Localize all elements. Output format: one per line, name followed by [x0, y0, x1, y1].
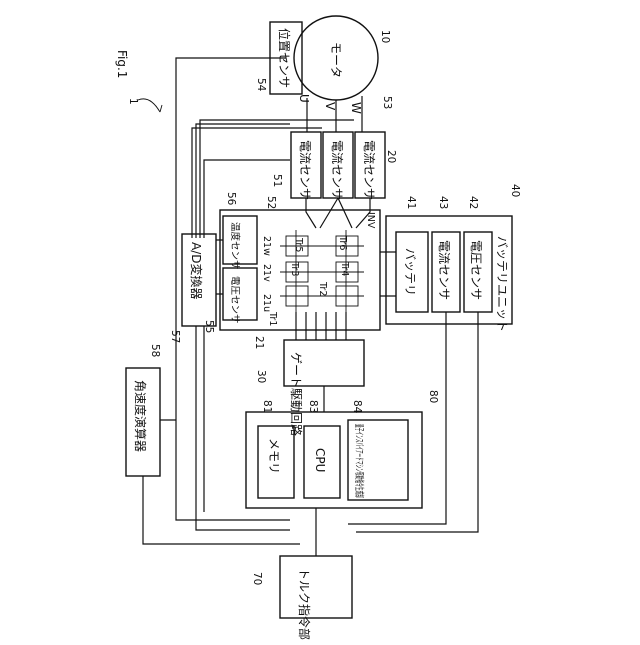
- quantum-cmd-label: 量子インスパイアードマシン駆動指令生成部: [353, 424, 365, 498]
- memory-ref: 81: [261, 400, 273, 413]
- battery-unit-label: バッテリユニット: [495, 236, 509, 332]
- system-ref-label: 1: [127, 98, 139, 105]
- gate-signal-wires: [296, 312, 346, 340]
- batt-voltage-sensor-ref: 42: [467, 196, 479, 209]
- motor-label: モータ: [329, 42, 343, 78]
- gate-driver-label: ゲート駆動回路: [289, 352, 304, 436]
- memory-label: メモリ: [267, 438, 281, 474]
- figure-label: Fig.1: [115, 50, 129, 78]
- cpu-ref: 83: [307, 400, 319, 413]
- torque-cmd-box: [280, 556, 352, 618]
- phase-label-u: U: [297, 94, 311, 103]
- gate-driver-ref: 30: [255, 370, 267, 383]
- current-sensor-v-label: 電流センサ: [330, 140, 344, 200]
- dc-bus-wires: [380, 252, 396, 296]
- transistor-label-3: Tr3: [289, 261, 300, 276]
- ad-output-wires: [196, 326, 290, 530]
- leg-label-v: 21v: [261, 264, 272, 282]
- transistor-label-1: Tr1: [267, 311, 278, 326]
- inverter-ref: 20: [385, 150, 397, 163]
- current-sensor-w-ref: 53: [381, 96, 393, 109]
- phase-label-v: V: [323, 102, 337, 111]
- cpu-label: CPU: [313, 448, 327, 472]
- system-ref-arrow: [138, 99, 162, 112]
- current-sensor-u-label: 電流センサ: [298, 140, 312, 200]
- current-sensor-u-ref: 51: [271, 174, 283, 187]
- phase-label-w: W: [349, 102, 363, 114]
- quantum-cmd-ref: 84: [351, 400, 363, 414]
- batt-current-sensor-label: 電流センサ: [437, 240, 451, 300]
- ad-converter-label: A/D変換器: [189, 242, 204, 300]
- motor-ref: 10: [379, 30, 391, 43]
- leg-ref: 21: [253, 336, 265, 349]
- transistor-label-5: Tr5: [293, 237, 304, 252]
- batt-current-sensor-ref: 43: [437, 196, 449, 209]
- position-sensor-ref: 54: [255, 78, 267, 92]
- batt-sensor-feedback-wires: [348, 312, 478, 532]
- current-sensor-v-ref: 52: [265, 196, 277, 209]
- transistor-label-6: Tr6: [337, 235, 348, 250]
- inv-voltage-sensor-label: 電圧センサ: [229, 276, 240, 324]
- torque-cmd-ref: 70: [251, 572, 263, 585]
- battery-unit-ref: 40: [509, 184, 521, 197]
- temp-sensor-label: 温度センサ: [229, 222, 241, 270]
- controller-ref: 80: [427, 390, 439, 403]
- angular-velocity-label: 角速度演算器: [133, 380, 148, 452]
- inverter-label: INV: [365, 212, 376, 229]
- battery-ref: 41: [405, 196, 417, 209]
- ad-converter-ref: 57: [169, 330, 181, 343]
- leg-label-w: 21w: [261, 236, 272, 256]
- batt-voltage-sensor-label: 電圧センサ: [469, 240, 483, 300]
- leg-label-u: 21u: [261, 294, 272, 312]
- current-sensor-w-label: 電流センサ: [362, 140, 376, 200]
- inverter-phase-legs: [306, 198, 370, 228]
- torque-cmd-label: トルク指令部: [297, 568, 312, 640]
- temp-sensor-ref: 56: [225, 192, 237, 206]
- transistor-label-2: Tr2: [317, 281, 328, 296]
- transistor-label-4: Tr4: [339, 261, 350, 276]
- angular-velocity-ref: 58: [149, 344, 161, 357]
- battery-label: バッテリ: [403, 248, 417, 296]
